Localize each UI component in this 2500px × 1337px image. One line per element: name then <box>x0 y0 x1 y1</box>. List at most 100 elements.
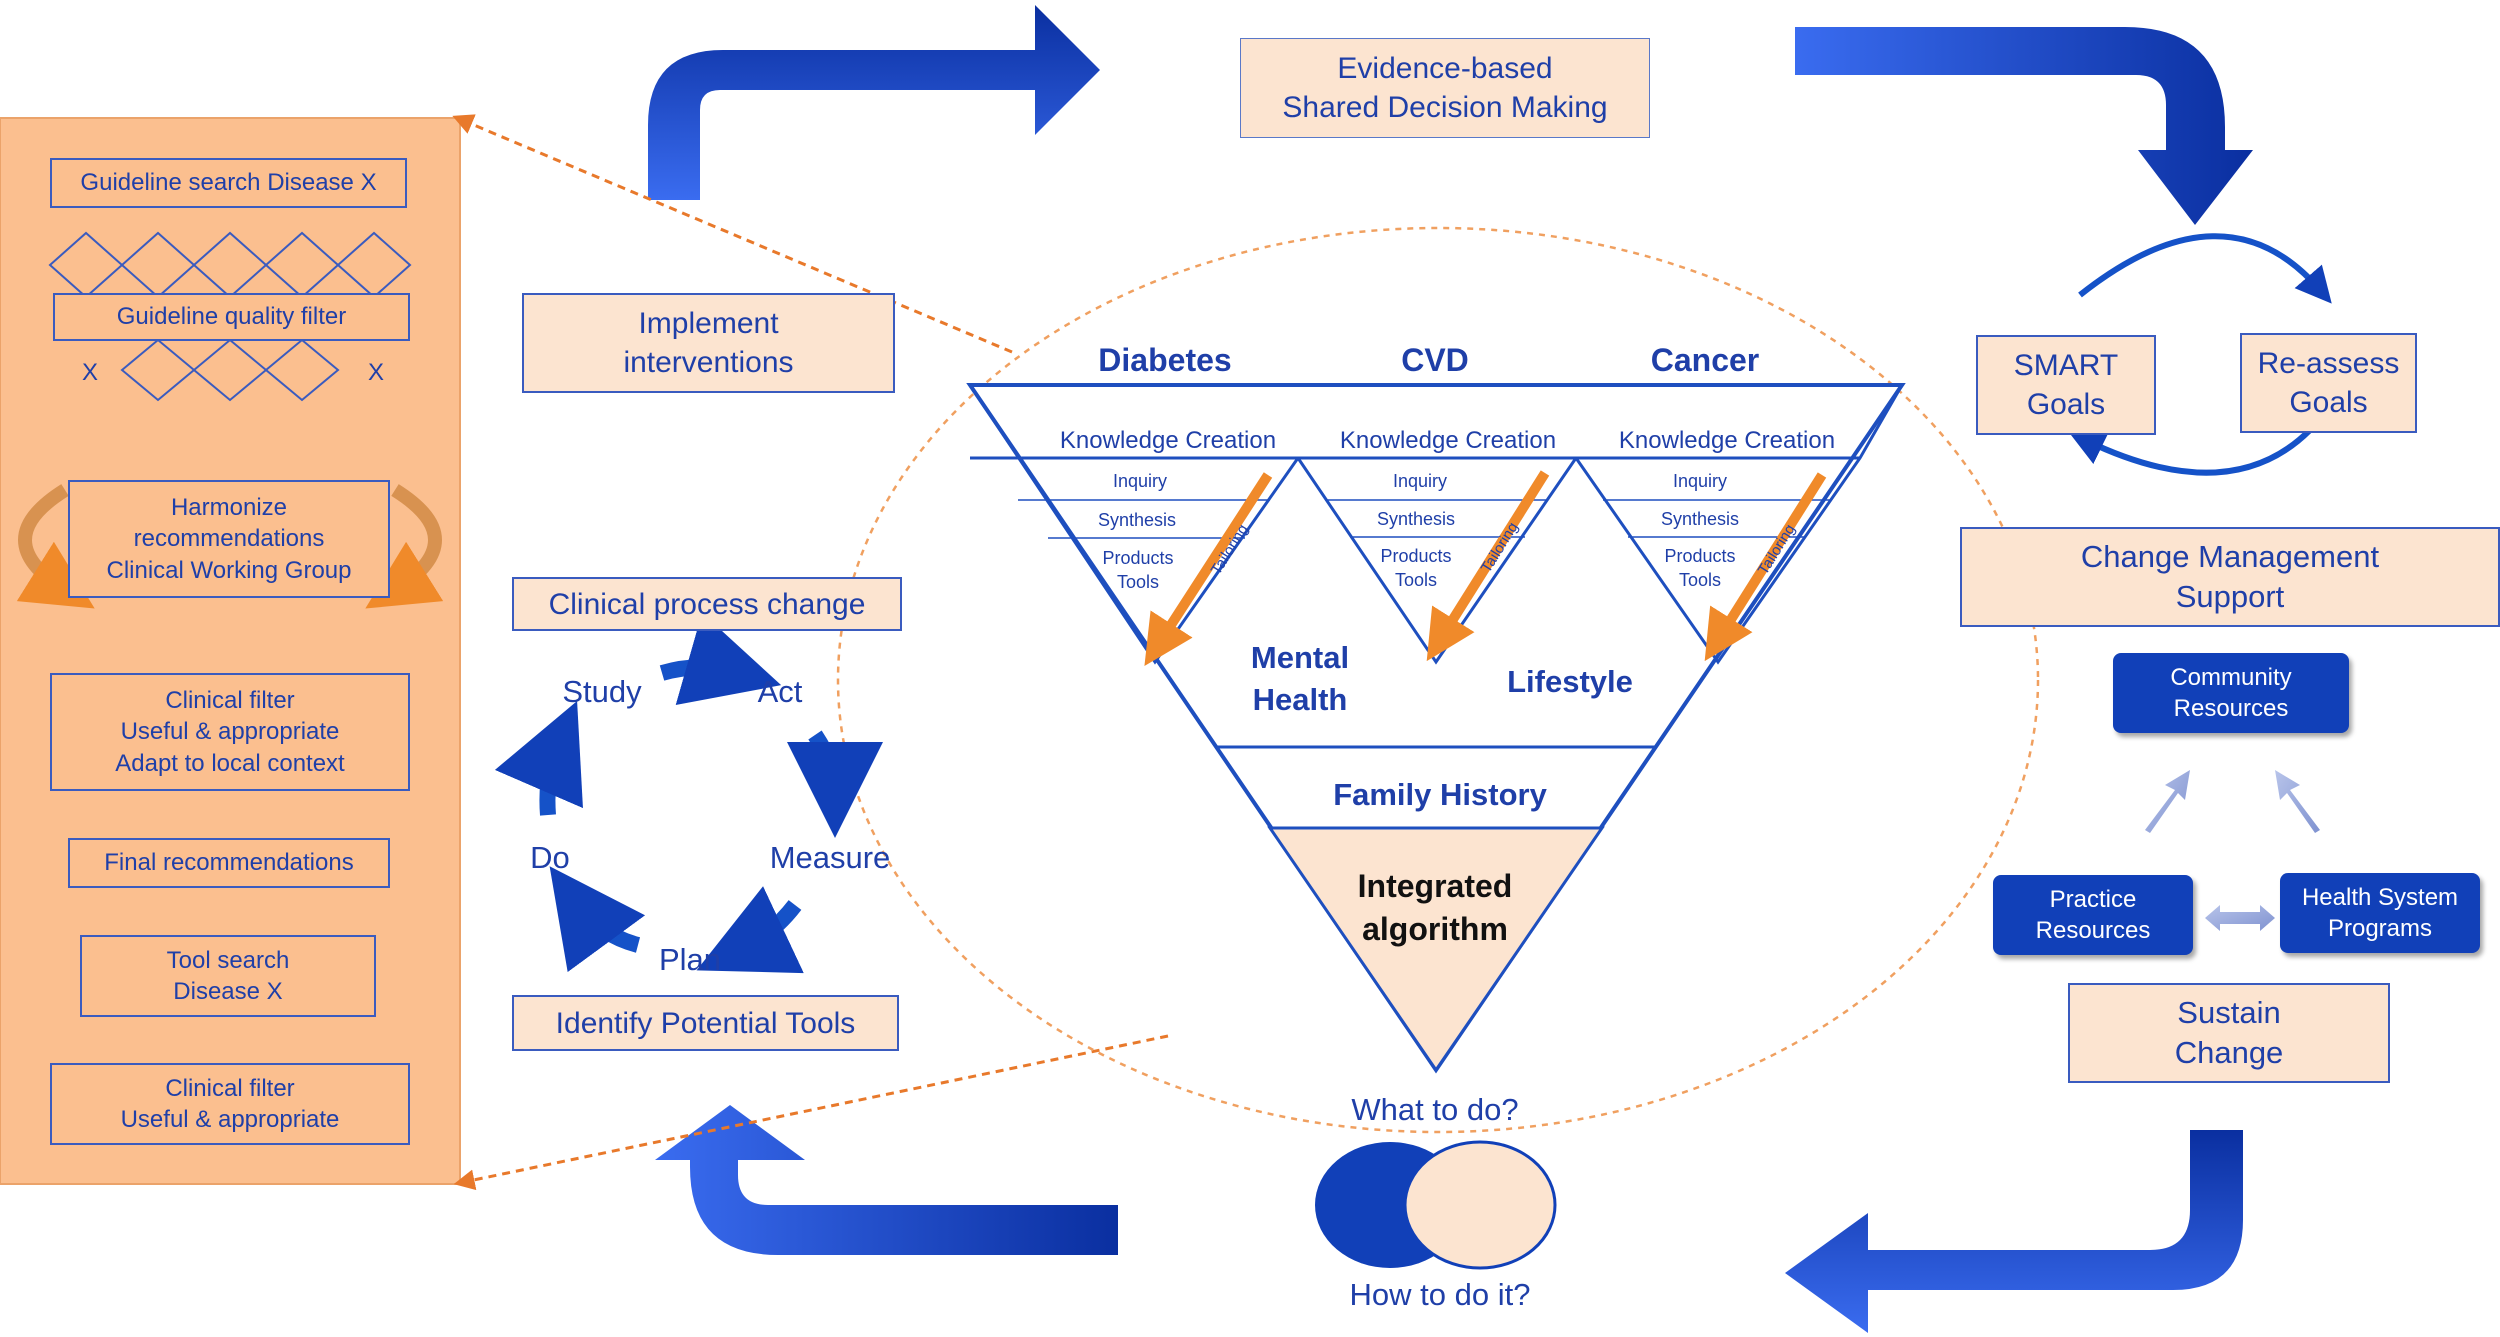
arrow-top-left <box>648 5 1100 200</box>
pdsa-do: Do <box>530 840 570 875</box>
harmonize-line1: Harmonize <box>170 494 288 522</box>
pdsa-arrows <box>494 612 883 974</box>
diamonds-row-2 <box>120 338 340 402</box>
clinical-process-change-box: Clinical process change <box>512 577 902 631</box>
pdsa-plan: Plan <box>658 942 722 977</box>
shared-decision-box: Evidence-based Shared Decision Making <box>1240 38 1650 138</box>
products-tools-1: Products Tools <box>1088 546 1188 595</box>
venn-top-label: What to do? <box>1351 1092 1519 1127</box>
clinical-process-change-label: Clinical process change <box>548 587 866 621</box>
sub-triangle-lines <box>1018 499 1830 539</box>
inquiry-2: Inquiry <box>1392 471 1448 491</box>
products-2: Products <box>1380 546 1452 566</box>
clinical-filter-1-box: Clinical filter Useful & appropriate Ada… <box>50 673 410 791</box>
community-resources-box: Community Resources <box>2113 653 2349 733</box>
integrated-algorithm-region <box>1267 826 1605 1073</box>
integrated-line1: Integrated <box>1357 868 1513 904</box>
products-tools-2: Products Tools <box>1366 544 1466 593</box>
harmonize-line3: Clinical Working Group <box>106 556 352 584</box>
change-mgmt-line2: Support <box>2175 579 2285 614</box>
community-line2: Resources <box>2173 695 2289 722</box>
pdsa-measure: Measure <box>769 840 891 875</box>
products-1: Products <box>1102 548 1174 568</box>
inquiry-1: Inquiry <box>1112 471 1168 491</box>
identify-tools-label: Identify Potential Tools <box>555 1006 856 1040</box>
connector-top <box>452 114 1013 354</box>
change-management-box: Change Management Support <box>1960 527 2500 627</box>
smart-line2: Goals <box>2026 388 2106 421</box>
smart-top-arc <box>2078 233 2332 304</box>
connector-bottom <box>453 1034 1169 1191</box>
kc-3: Knowledge Creation <box>1618 427 1836 454</box>
clinical-filter-1-line2: Useful & appropriate <box>120 718 340 746</box>
venn-bottom-label: How to do it? <box>1349 1277 1531 1312</box>
change-mgmt-line1: Change Management <box>2080 538 2380 574</box>
integrated-line2: algorithm <box>1362 911 1508 948</box>
guideline-search-box: Guideline search Disease X <box>50 158 407 208</box>
tailoring-arrows <box>1144 470 1827 666</box>
pdsa-act: Act <box>757 674 803 709</box>
family-history-label: Family History <box>1333 777 1547 812</box>
sustain-change-box: Sustain Change <box>2068 983 2390 1083</box>
pdsa-study: Study <box>562 674 642 709</box>
health-system-line1: Health System <box>2301 883 2459 911</box>
smart-line1: SMART <box>2013 349 2119 382</box>
arrow-bottom-right <box>1785 1130 2243 1333</box>
reassess-goals-box: Re-assess Goals <box>2240 333 2417 433</box>
harmonize-line2: recommendations <box>133 525 325 553</box>
tool-search-line1: Tool search <box>166 946 290 974</box>
identify-tools-box: Identify Potential Tools <box>512 995 899 1051</box>
harmonize-right-arc <box>365 484 444 609</box>
mental-health-label: Mental Health <box>1230 637 1370 721</box>
clinical-filter-2-line2: Useful & appropriate <box>120 1106 340 1133</box>
clinical-filter-1-line1: Clinical filter <box>165 687 295 715</box>
health-system-line2: Programs <box>2327 915 2433 942</box>
final-recommendations-label: Final recommendations <box>104 849 354 877</box>
diamonds-row-1 <box>48 231 412 299</box>
tool-search-line2: Disease X <box>173 978 283 1005</box>
header-cancer: Cancer <box>1650 342 1760 378</box>
tools-3: Tools <box>1678 570 1722 591</box>
arrow-top-right <box>1795 27 2253 225</box>
products-tools-3: Products Tools <box>1650 544 1750 593</box>
smart-bottom-arc <box>2068 427 2313 476</box>
kc-1: Knowledge Creation <box>1059 427 1277 454</box>
harmonize-box: Harmonize recommendations Clinical Worki… <box>68 480 390 598</box>
x-right-mark: X <box>367 359 384 386</box>
header-diabetes: Diabetes <box>1098 342 1232 378</box>
implement-line2: interventions <box>623 346 794 379</box>
community-line1: Community <box>2170 663 2292 691</box>
arrow-bottom-left <box>655 1105 1118 1255</box>
quality-filter-label: Guideline quality filter <box>116 303 347 331</box>
venn-how-circle <box>1403 1140 1557 1270</box>
harmonize-left-arc <box>16 484 95 609</box>
practice-line2: Resources <box>2035 917 2151 944</box>
quality-filter-box: Guideline quality filter <box>53 293 410 341</box>
synthesis-1: Synthesis <box>1097 510 1177 530</box>
implement-line1: Implement <box>638 307 779 340</box>
guideline-search-label: Guideline search Disease X <box>80 169 377 197</box>
x-left-mark: X <box>81 359 98 386</box>
central-ellipse <box>836 226 2040 1134</box>
reassess-line1: Re-assess <box>2257 347 2400 380</box>
resource-arrows <box>2145 770 2320 931</box>
clinical-filter-2-line1: Clinical filter <box>165 1074 295 1102</box>
shared-decision-line2: Shared Decision Making <box>1282 91 1608 124</box>
mental-line1: Mental <box>1250 640 1350 675</box>
shared-decision-line1: Evidence-based <box>1337 52 1553 85</box>
clinical-filter-1-line3: Adapt to local context <box>115 749 345 777</box>
practice-line1: Practice <box>2049 885 2137 913</box>
practice-resources-box: Practice Resources <box>1993 875 2193 955</box>
integrated-algorithm-label: Integrated algorithm <box>1335 865 1535 951</box>
products-3: Products <box>1664 546 1736 566</box>
smart-goals-box: SMART Goals <box>1976 335 2156 435</box>
health-system-box: Health System Programs <box>2280 873 2480 953</box>
mental-line2: Health <box>1252 681 1348 717</box>
tool-search-box: Tool search Disease X <box>80 935 376 1017</box>
kc-2: Knowledge Creation <box>1339 427 1557 454</box>
header-cvd: CVD <box>1401 342 1469 378</box>
lifestyle-label: Lifestyle <box>1507 664 1633 699</box>
tools-2: Tools <box>1394 570 1438 591</box>
synthesis-2: Synthesis <box>1376 509 1456 529</box>
sustain-line1: Sustain <box>2177 994 2281 1030</box>
